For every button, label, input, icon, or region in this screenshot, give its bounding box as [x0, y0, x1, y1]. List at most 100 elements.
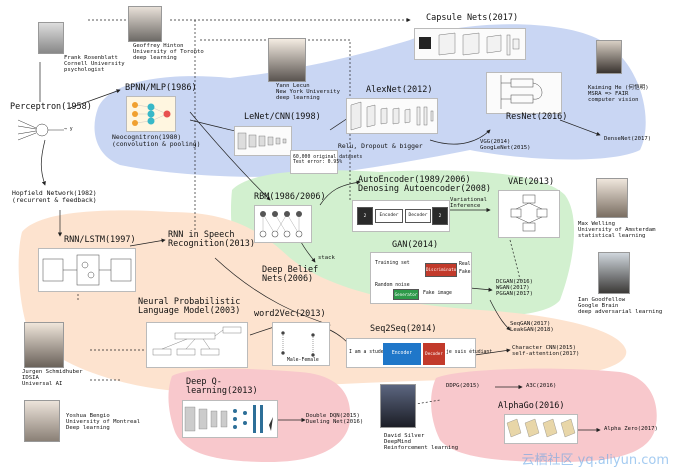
- deep-q-figure: [182, 400, 278, 438]
- hinton-caption: Geoffrey Hinton University of Toronto de…: [133, 43, 204, 61]
- rbm-to-autoencoder-arrow: [319, 180, 361, 206]
- resnet-figure: [486, 72, 562, 114]
- s2s-decoder-box: Decoder: [423, 343, 445, 365]
- gan-variants-node: DCGAN(2016) WGAN(2017) PGGAN(2017): [496, 279, 534, 297]
- bpnn-to-rbm-arrow: [189, 111, 271, 201]
- gan-fake-image-label: Fake image: [423, 291, 452, 296]
- welling-caption: Max Welling University of Amsterdam stat…: [578, 221, 656, 239]
- gan-discriminator-box: Discriminator: [425, 263, 459, 277]
- nplm-network-icon: [152, 326, 242, 356]
- relu-dropout-label: Relu, Dropout & bigger: [338, 142, 423, 150]
- lenet-stats-figure: 60,000 original datasets Test error: 0.9…: [290, 150, 362, 174]
- lenet-figure: [234, 126, 292, 156]
- alexnet-layers-icon: [350, 101, 434, 131]
- ae-output-image: 2: [432, 207, 448, 225]
- ddpg-node: DDPG(2015): [446, 383, 480, 389]
- rnn-to-speech-arrow: [129, 238, 166, 247]
- resnet-block-icon: [500, 75, 543, 109]
- capsule-node: Capsule Nets(2017): [426, 13, 519, 23]
- perceptron-to-bpnn-arrow: [69, 89, 121, 109]
- gan-to-seqgan-arrow: [489, 299, 511, 331]
- double-dqn-node: Double DQN(2015) Dueling Net(2016): [306, 413, 364, 425]
- kaiming-portrait: [596, 40, 622, 74]
- seq2seq-figure: I am a student Encoder Decoder je suis é…: [346, 338, 492, 368]
- vae-node: VAE(2013): [508, 177, 555, 187]
- lenet-stats-text: 60,000 original datasets Test error: 0.9…: [293, 155, 363, 166]
- kaiming-caption: Kaiming He (何恺明) MSRA => FAIR computer v…: [588, 85, 649, 103]
- perceptron-node: Perceptron(1958): [10, 102, 92, 112]
- gan-generator-box: Generator: [393, 289, 419, 300]
- silver-portrait: [380, 384, 416, 428]
- nplm-node: Neural Probabilistic Language Model(2003…: [138, 297, 241, 316]
- gan-training-set-label: Training set: [375, 261, 410, 266]
- goodfellow-portrait: [598, 252, 630, 294]
- goodfellow-caption: Ian Goodfellow Google Brain deep adversa…: [578, 297, 663, 315]
- perceptron-output-label: → y: [64, 127, 73, 132]
- vae-graph-icon: [510, 194, 548, 232]
- nplm-figure: [146, 322, 248, 368]
- lenet-node: LeNet/CNN(1998): [244, 112, 321, 122]
- s2s-encoder-box: Encoder: [383, 343, 421, 365]
- word2vec-figure: Male-Female: [272, 322, 330, 366]
- word2vec-note: Male-Female: [287, 358, 319, 363]
- char-cnn-node: Character CNN(2015) self-attention(2017): [512, 345, 580, 357]
- capsule-figure: [414, 28, 526, 60]
- alexnet-node: AlexNet(2012): [366, 85, 433, 95]
- lstm-cell-icon: [42, 254, 132, 286]
- word2vec-node: word2Vec(2013): [254, 309, 326, 319]
- lecun-portrait: [268, 38, 306, 82]
- alexnet-figure: [346, 98, 438, 134]
- autoencoder-figure: 2 Encoder Decoder 2: [352, 200, 450, 232]
- ae-encoder-box: Encoder: [375, 209, 403, 223]
- speech-to-seq2seq-arrow: [214, 257, 331, 326]
- dbn-node: Deep Belief Nets(2006): [262, 265, 319, 284]
- schmidhuber-portrait: [24, 322, 64, 368]
- resnet-node: ResNet(2016): [506, 112, 568, 122]
- hopfield-node: Hopfield Network(1982) (recurrent & feed…: [12, 189, 97, 204]
- vae-figure: [498, 190, 560, 238]
- perceptron-figure: [17, 119, 64, 141]
- seqgan-node: SeqGAN(2017) LeakGAN(2018): [510, 321, 554, 333]
- word2vec-embedding-icon: [281, 331, 315, 357]
- densenet-node: DenseNet(2017): [604, 136, 652, 142]
- goodfellow-to-gan-line: [509, 239, 521, 281]
- lecun-caption: Yann Lecun New York University deep lear…: [276, 83, 340, 101]
- watermark: 云栖社区 yq.aliyun.com: [521, 453, 669, 468]
- schmidhuber-caption: Jurgen Schmidhuber IDSIA Universal AI: [22, 369, 83, 387]
- silver-caption: David Silver DeepMind Reinforcement lear…: [384, 433, 459, 451]
- neocognitron-node: Neocognitron(1980) (convolution & poolin…: [112, 133, 201, 148]
- vgg-node: VGG(2014) GoogLeNet(2015): [480, 139, 531, 151]
- s2s-output-text: je suis étudiant: [446, 350, 493, 355]
- mlp-network-icon: [132, 102, 171, 126]
- rbm-network-icon: [259, 211, 303, 238]
- bengio-portrait: [24, 400, 60, 442]
- gan-figure: Training set Discriminator Real Fake Ran…: [370, 252, 472, 304]
- lstm-figure: [38, 248, 136, 292]
- variational-inference-label: Variational Inference: [450, 197, 488, 209]
- hinton-to-rbm-line: [200, 39, 351, 200]
- resnet-to-densenet-arrow: [559, 119, 601, 136]
- gan-to-dcgan-arrow: [469, 287, 493, 292]
- rosenblatt-caption: Frank Rosenblatt Cornell University psyc…: [64, 55, 125, 73]
- welling-portrait: [596, 178, 628, 218]
- a3c-node: A3C(2016): [526, 383, 557, 389]
- rosenblatt-portrait: [38, 22, 64, 54]
- bpnn-figure: [126, 96, 176, 132]
- seq2seq-to-charcnn-arrow: [474, 348, 511, 356]
- stack-label: stack: [318, 255, 335, 261]
- lenet-layers-icon: [237, 132, 287, 150]
- bpnn-node: BPNN/MLP(1986): [125, 83, 197, 93]
- ae-input-image: 2: [357, 207, 373, 225]
- bengio-caption: Yoshua Bengio University of Montreal Dee…: [66, 413, 141, 431]
- capsule-layers-icon: [419, 32, 520, 56]
- dqn-network-icon: [184, 405, 273, 433]
- alpha-zero-node: Alpha Zero(2017): [604, 426, 658, 432]
- gan-random-noise-label: Random noise: [375, 283, 410, 288]
- gan-real-label: Real: [459, 262, 471, 267]
- rbm-figure: [254, 205, 312, 243]
- alphago-board-icon: [506, 418, 576, 438]
- rbm-node: RBM(1986/2006): [254, 192, 326, 202]
- ae-decoder-box: Decoder: [405, 209, 431, 223]
- alphago-node: AlphaGo(2016): [498, 401, 565, 411]
